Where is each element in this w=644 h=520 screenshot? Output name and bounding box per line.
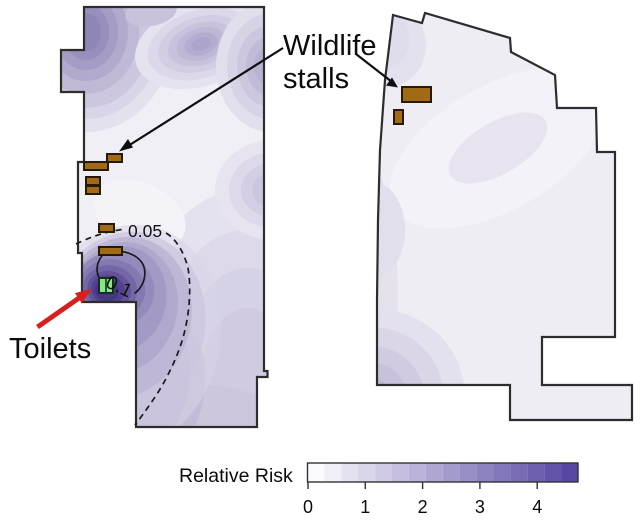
- svg-text:0.05: 0.05: [128, 221, 162, 241]
- svg-text:Toilets: Toilets: [9, 333, 91, 365]
- svg-text:1: 1: [360, 497, 370, 517]
- svg-text:2: 2: [418, 497, 428, 517]
- svg-text:0: 0: [303, 497, 313, 517]
- svg-text:4: 4: [532, 497, 542, 517]
- svg-text:Wildlife: Wildlife: [283, 30, 376, 62]
- svg-text:stalls: stalls: [283, 63, 349, 95]
- svg-text:Relative Risk: Relative Risk: [179, 465, 293, 487]
- svg-text:3: 3: [475, 497, 485, 517]
